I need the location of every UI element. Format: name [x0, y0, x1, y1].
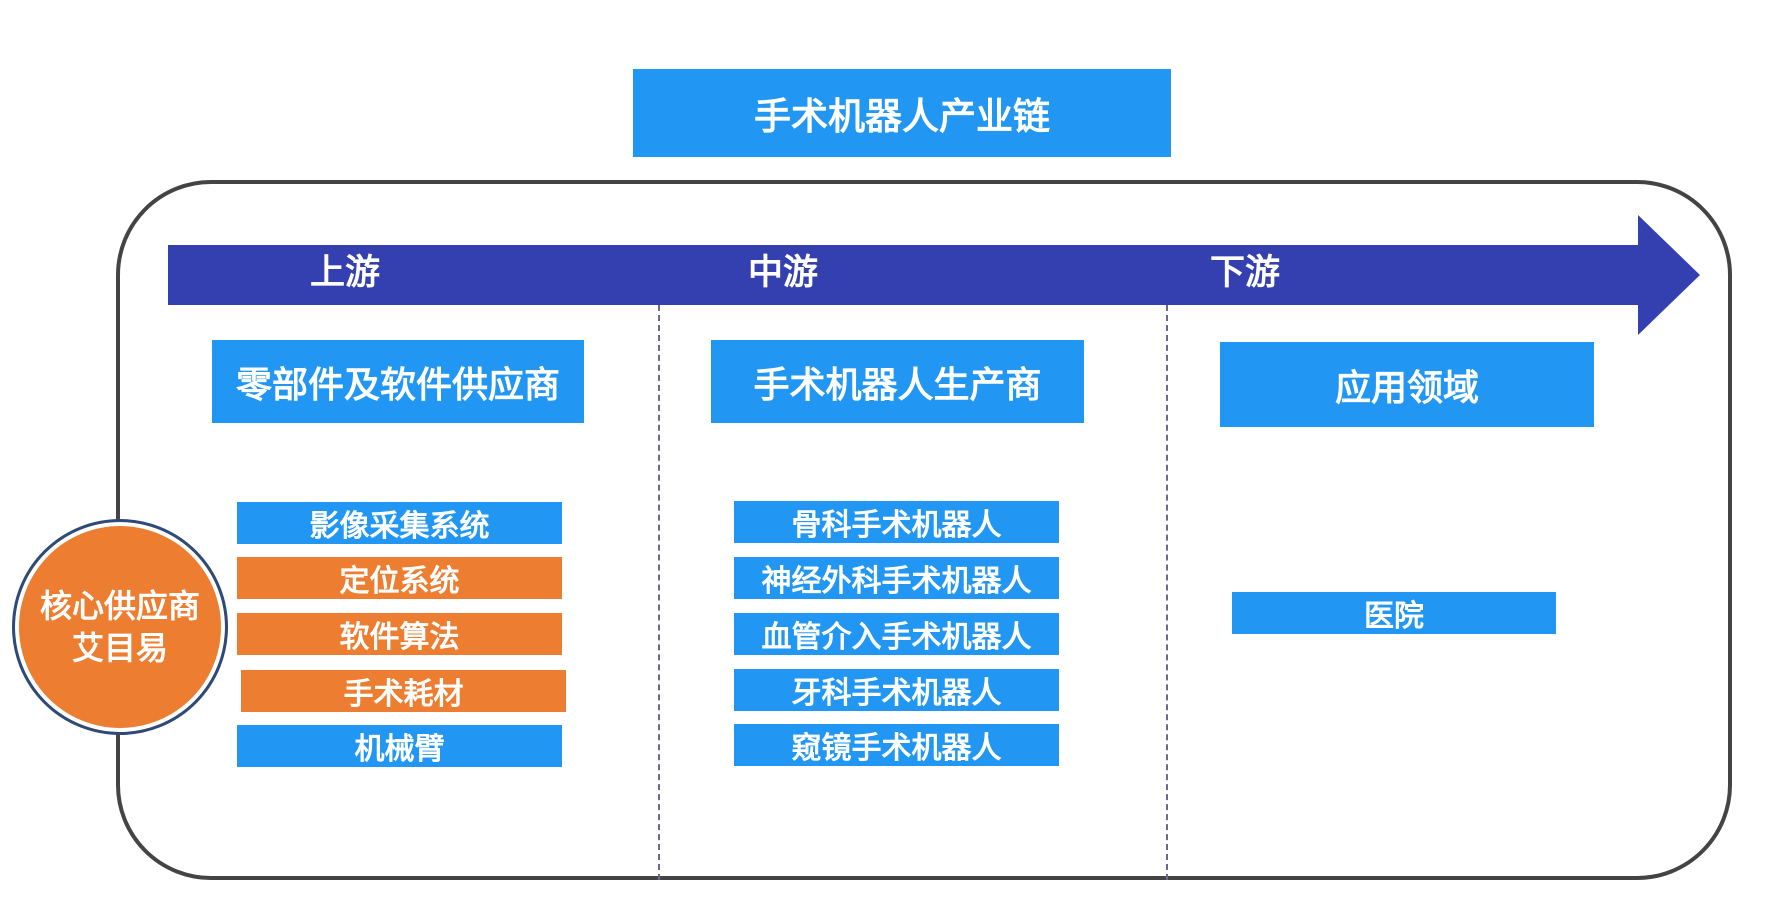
midstream-item-ortho: 骨科手术机器人 — [734, 501, 1059, 543]
upstream-header: 零部件及软件供应商 — [212, 340, 584, 423]
stage-midstream-label: 中游 — [748, 252, 819, 293]
stage-upstream-label: 上游 — [310, 252, 381, 293]
divider-mid-down — [1166, 305, 1168, 880]
midstream-item-dental: 牙科手术机器人 — [734, 669, 1059, 711]
core-supplier-line1: 核心供应商 — [39, 587, 200, 625]
stage-downstream-label: 下游 — [1210, 252, 1281, 293]
chain-title: 手术机器人产业链 — [633, 69, 1171, 157]
midstream-header: 手术机器人生产商 — [711, 340, 1084, 423]
flow-arrow-shape — [168, 215, 1700, 335]
core-supplier-badge: 核心供应商 艾目易 — [12, 519, 228, 735]
upstream-item-arm: 机械臂 — [237, 725, 562, 767]
downstream-item-hospital: 医院 — [1232, 592, 1556, 634]
core-supplier-line2: 艾目易 — [71, 629, 168, 667]
midstream-item-vascular: 血管介入手术机器人 — [734, 613, 1059, 655]
upstream-item-positioning: 定位系统 — [237, 557, 562, 599]
downstream-header: 应用领域 — [1220, 342, 1594, 427]
midstream-item-neuro: 神经外科手术机器人 — [734, 557, 1059, 599]
midstream-item-endoscope: 窥镜手术机器人 — [734, 724, 1059, 766]
divider-up-mid — [658, 305, 660, 880]
upstream-item-consumables: 手术耗材 — [241, 670, 566, 712]
upstream-item-imaging: 影像采集系统 — [237, 502, 562, 544]
upstream-item-software: 软件算法 — [237, 613, 562, 655]
